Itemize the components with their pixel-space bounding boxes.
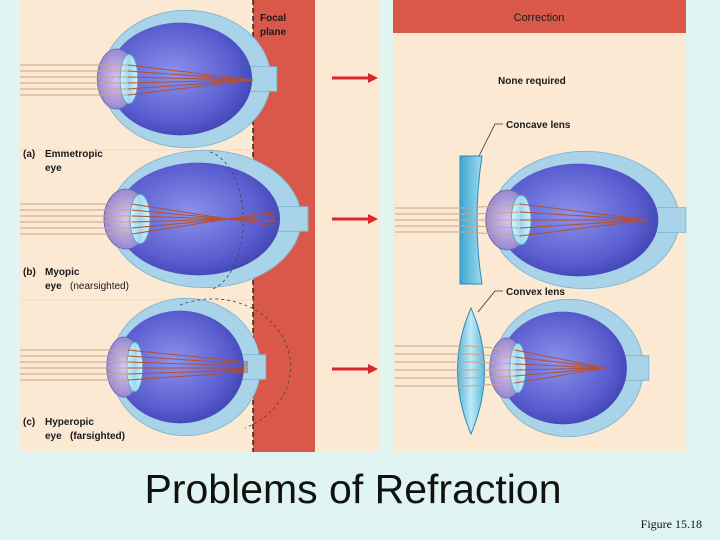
normal-eye-outline: [209, 151, 244, 291]
label-c-extra: (farsighted): [70, 431, 125, 442]
myopic-rays: [20, 203, 276, 235]
label-b-extra: (nearsighted): [70, 281, 129, 292]
label-a-line1: Emmetropic: [45, 149, 103, 160]
arrow-c: [332, 364, 378, 374]
concave-lens-label: Concave lens: [506, 120, 571, 131]
slide-title: Problems of Refraction: [144, 466, 562, 512]
label-c-line1: Hyperopic: [45, 417, 94, 428]
concave-leader: [477, 123, 503, 159]
arrow-b: [332, 214, 378, 224]
label-c-line2: eye: [45, 431, 62, 442]
emmetropic-rays: [20, 64, 254, 96]
concave-rays: [395, 203, 649, 237]
label-a-tag: (a): [23, 149, 35, 160]
hyperopic-rays: [20, 349, 249, 381]
correction-header: [393, 0, 686, 33]
label-b-line2: eye: [45, 281, 62, 292]
label-c-tag: (c): [23, 417, 35, 428]
figure-caption: Figure 15.18: [640, 517, 702, 531]
correction-header-text: Correction: [514, 12, 565, 24]
none-required-label: None required: [498, 76, 566, 87]
focal-label-2: plane: [260, 27, 287, 38]
label-b-tag: (b): [23, 267, 36, 278]
normal-eye-outline-2: [179, 298, 291, 429]
label-a-line2: eye: [45, 163, 62, 174]
convex-leader: [477, 290, 503, 313]
convex-lens-label: Convex lens: [506, 287, 565, 298]
focal-label-1: Focal: [260, 13, 286, 24]
label-b-line1: Myopic: [45, 267, 80, 278]
convex-rays: [395, 345, 607, 387]
arrow-a: [332, 73, 378, 83]
